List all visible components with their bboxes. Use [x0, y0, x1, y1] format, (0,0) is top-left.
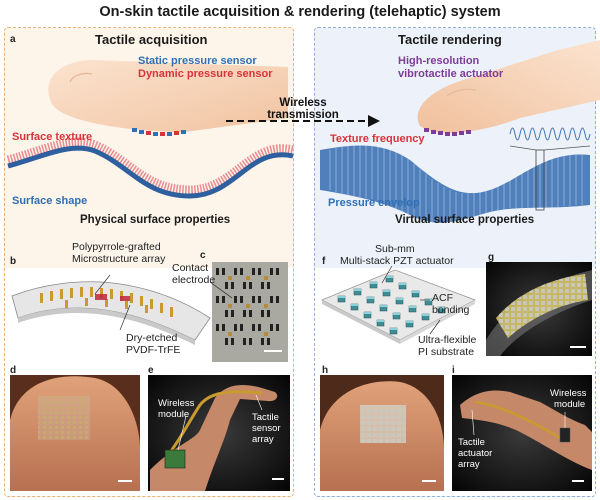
dynamic-sensor-label: Dynamic pressure sensor [138, 68, 273, 80]
b-annotation-2-line1: Dry-etched [126, 332, 178, 344]
finger-right-illustration [417, 40, 600, 136]
f-annotation-1-line1: Sub-mm [375, 243, 415, 255]
panel-label-i: i [452, 365, 455, 376]
fingertip-actuator-photo [320, 375, 444, 491]
e-annotation-2-line2: sensor [252, 423, 281, 434]
surface-wave-left [6, 137, 295, 199]
i-annotation-2-line3: array [458, 459, 480, 470]
flexible-actuator-photo [486, 262, 592, 356]
f-annotation-3-line2: PI substrate [418, 346, 475, 358]
f-annotation-3-line1: Ultra-flexible [418, 334, 477, 346]
finger-left-illustration [48, 60, 288, 136]
i-annotation-2-line1: Tactile [458, 437, 485, 448]
c-annotation-line1: Contact [172, 262, 209, 274]
wireless-arrow [226, 115, 380, 127]
actuator-label-line1: High-resolution [398, 55, 480, 67]
pressure-envelop-label: Pressure envelop [328, 197, 420, 209]
vibration-waveform [320, 127, 591, 227]
tactile-rendering-header: Tactile rendering [398, 32, 502, 47]
b-annotation-1-line1: Polypyrrole-grafted [72, 241, 161, 253]
panel-label-f: f [322, 256, 326, 267]
pzt-actuator-illustration [321, 265, 476, 344]
i-annotation-1-line1: Wireless [550, 388, 587, 399]
hand-sensor-photo [148, 375, 290, 491]
physical-surface-subheader: Physical surface properties [80, 214, 231, 226]
hand-actuator-photo [452, 375, 592, 491]
panel-label-g: g [488, 252, 495, 263]
actuator-label-line2: vibrotactile actuator [398, 68, 504, 80]
f-annotation-2-line2: bonding [432, 304, 470, 316]
wireless-label-line1: Wireless [279, 97, 327, 109]
i-annotation-2-line2: actuator [458, 448, 493, 459]
f-annotation-2-line1: ACF [432, 292, 453, 304]
static-sensor-label: Static pressure sensor [138, 55, 257, 67]
panel-label-c: c [200, 250, 206, 261]
c-annotation-line2: electrode [172, 274, 216, 286]
virtual-surface-subheader: Virtual surface properties [395, 214, 535, 226]
tactile-acquisition-header: Tactile acquisition [95, 32, 208, 47]
fingertip-sensor-photo [10, 375, 140, 491]
panel-label-e: e [148, 365, 154, 376]
surface-texture-label: Surface texture [12, 131, 93, 143]
b-annotation-1-line2: Microstructure array [72, 253, 166, 265]
f-annotation-1-line2: Multi-stack PZT actuator [340, 255, 454, 267]
figure-title: On-skin tactile acquisition & rendering … [99, 4, 501, 20]
wireless-label-line2: transmission [267, 109, 339, 121]
e-annotation-1-line2: module [158, 409, 190, 420]
panel-label-b: b [10, 256, 17, 267]
e-annotation-1-line1: Wireless [158, 398, 195, 409]
surface-shape-label: Surface shape [12, 195, 88, 207]
b-annotation-2-line2: PVDF-TrFE [126, 344, 181, 356]
panel-label-a: a [10, 34, 16, 45]
sensor-sheet-illustration [11, 274, 211, 345]
panel-label-h: h [322, 365, 329, 376]
i-annotation-1-line2: module [554, 399, 586, 410]
e-annotation-2-line3: array [252, 434, 274, 445]
texture-frequency-label: Texture frequency [330, 133, 425, 145]
e-annotation-2-line1: Tactile [252, 412, 279, 423]
panel-label-d: d [10, 365, 17, 376]
electrode-grid-photo [209, 262, 288, 362]
